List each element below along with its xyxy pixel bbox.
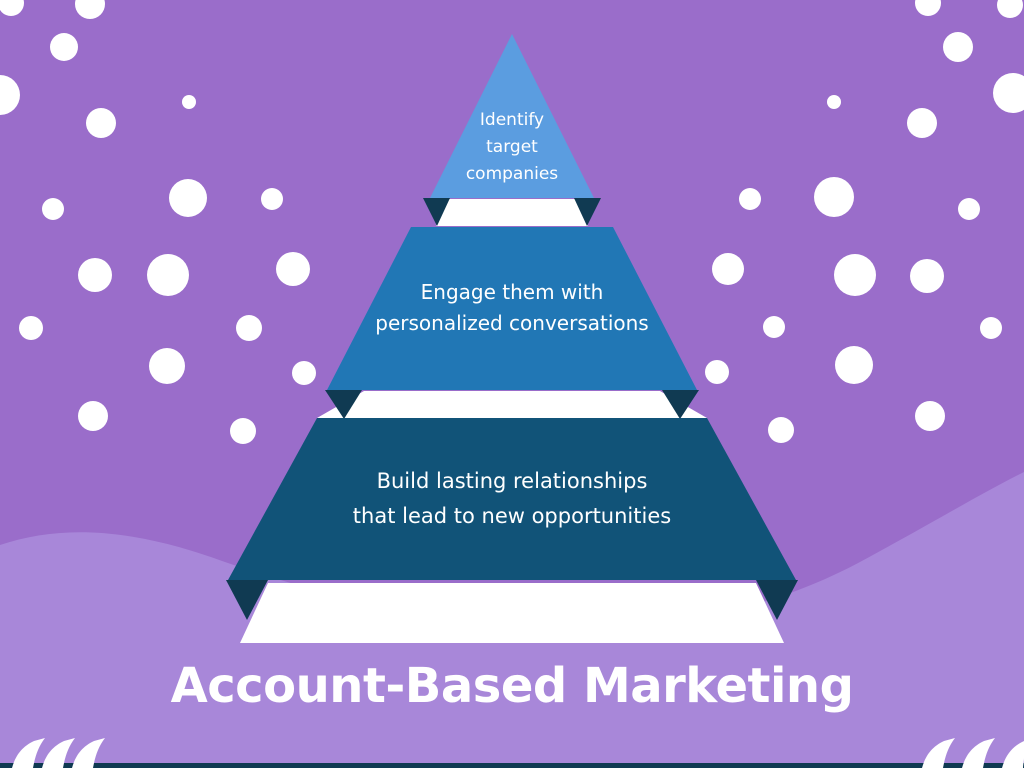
stripe-icon <box>922 738 955 768</box>
polka-dot <box>78 401 108 431</box>
tier3-fold-left <box>226 580 268 620</box>
polka-dot <box>814 177 854 217</box>
polka-dot <box>261 188 283 210</box>
stripe-icon <box>72 738 105 768</box>
wave-shape <box>0 472 1024 768</box>
polka-dot <box>182 95 196 109</box>
corner-stripes-right <box>922 738 1024 768</box>
stripe-icon <box>962 738 995 768</box>
page-title: Account-Based Marketing <box>170 658 854 714</box>
polka-dot <box>230 418 256 444</box>
polka-dots <box>0 0 1024 444</box>
polka-dot <box>78 258 112 292</box>
tier1-triangle <box>430 34 594 198</box>
polka-dot <box>0 75 20 115</box>
polka-dot <box>763 316 785 338</box>
tier1-fold-left <box>423 198 450 226</box>
bottom-edge-bar <box>0 763 1024 768</box>
polka-dot <box>42 198 64 220</box>
corner-stripes-left <box>12 738 105 768</box>
polka-dot <box>910 259 944 293</box>
polka-dot <box>915 401 945 431</box>
tier2-label: Engage them with personalized conversati… <box>375 280 649 335</box>
tier2-fold-left <box>325 390 362 419</box>
tier2-fold-right <box>662 390 699 419</box>
stripe-icon <box>1002 741 1024 768</box>
polka-dot <box>149 348 185 384</box>
tier2-gap-strip <box>317 391 707 418</box>
polka-dot <box>768 417 794 443</box>
polka-dot <box>712 253 744 285</box>
polka-dot <box>276 252 310 286</box>
polka-dot <box>915 0 941 16</box>
polka-dot <box>169 179 207 217</box>
polka-dot <box>827 95 841 109</box>
polka-dot <box>997 0 1023 18</box>
polka-dot <box>75 0 105 19</box>
tier3-label: Build lasting relationships that lead to… <box>352 469 672 528</box>
tier3-trapezoid <box>228 418 796 580</box>
polka-dot <box>835 346 873 384</box>
polka-dot <box>292 361 316 385</box>
polka-dot <box>0 0 24 16</box>
stripe-icon <box>42 738 75 768</box>
pyramid-base-strip <box>240 583 784 643</box>
stripe-icon <box>12 738 45 768</box>
tier3-fold-right <box>756 580 798 620</box>
polka-dot <box>943 32 973 62</box>
polka-dot <box>739 188 761 210</box>
polka-dot <box>993 73 1024 113</box>
polka-dot <box>705 360 729 384</box>
polka-dot <box>147 254 189 296</box>
pyramid <box>226 34 798 643</box>
polka-dot <box>958 198 980 220</box>
polka-dot <box>236 315 262 341</box>
tier2-trapezoid <box>327 227 697 390</box>
polka-dot <box>50 33 78 61</box>
polka-dot <box>907 108 937 138</box>
tier1-fold-right <box>574 198 601 226</box>
tier1-gap-strip <box>436 199 588 226</box>
polka-dot <box>980 317 1002 339</box>
polka-dot <box>834 254 876 296</box>
tier1-label: Identify target companies <box>465 110 559 184</box>
polka-dot <box>86 108 116 138</box>
polka-dot <box>19 316 43 340</box>
